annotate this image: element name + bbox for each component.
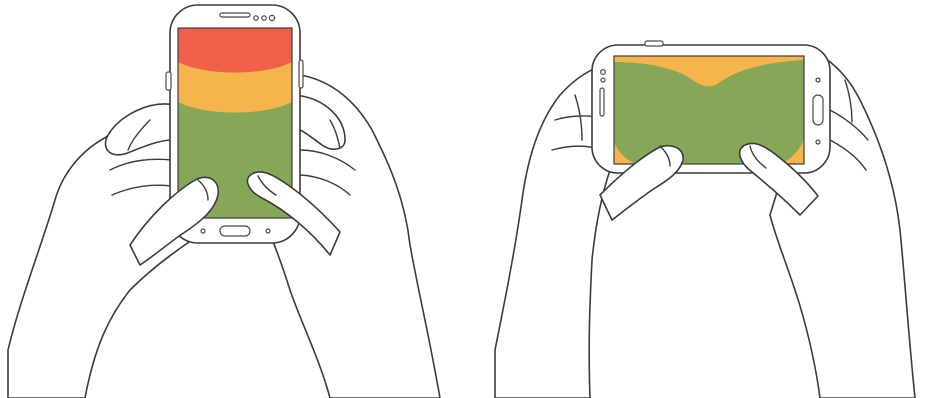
portrait-left-hand bbox=[8, 108, 192, 398]
portrait-home-button bbox=[220, 226, 250, 236]
landscape-screen bbox=[614, 56, 804, 164]
landscape-home-button bbox=[813, 95, 823, 125]
landscape-earpiece bbox=[600, 88, 604, 116]
landscape-grip-figure bbox=[495, 41, 915, 398]
portrait-earpiece bbox=[220, 13, 250, 17]
portrait-zone-red bbox=[178, 28, 292, 73]
portrait-grip-figure bbox=[8, 5, 440, 398]
